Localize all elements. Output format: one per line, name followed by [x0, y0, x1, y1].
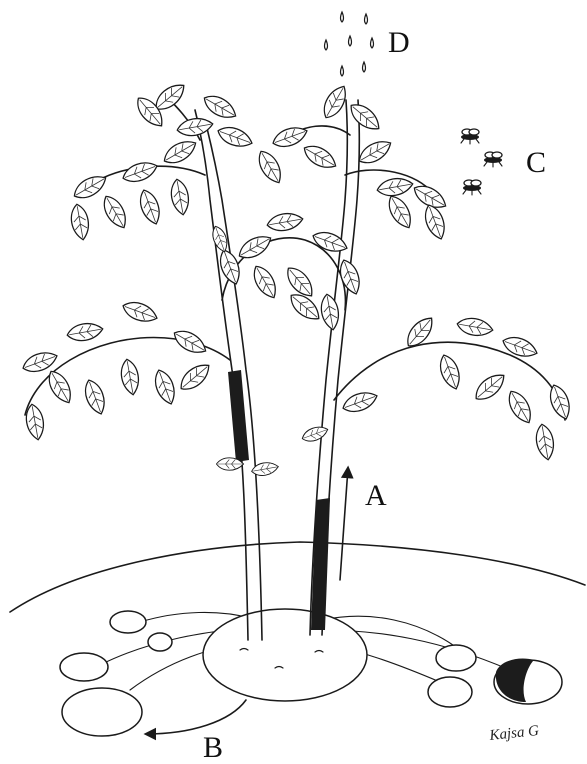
artist-signature: Kajsa G: [488, 723, 540, 744]
water-drops-icon: [325, 12, 374, 76]
stem-lesion-right: [311, 498, 330, 630]
label-b: B: [203, 731, 223, 764]
label-a: A: [365, 479, 387, 512]
label-c: C: [526, 146, 546, 179]
arrow-left-icon: [146, 700, 246, 734]
leaves: [20, 79, 574, 477]
ground: [10, 542, 585, 612]
seed-potato: [203, 609, 367, 701]
label-d: D: [388, 26, 410, 59]
aphid-insects-icon: [461, 129, 502, 195]
arrow-up-icon: [340, 468, 348, 580]
stem-lesion-left: [228, 370, 249, 462]
